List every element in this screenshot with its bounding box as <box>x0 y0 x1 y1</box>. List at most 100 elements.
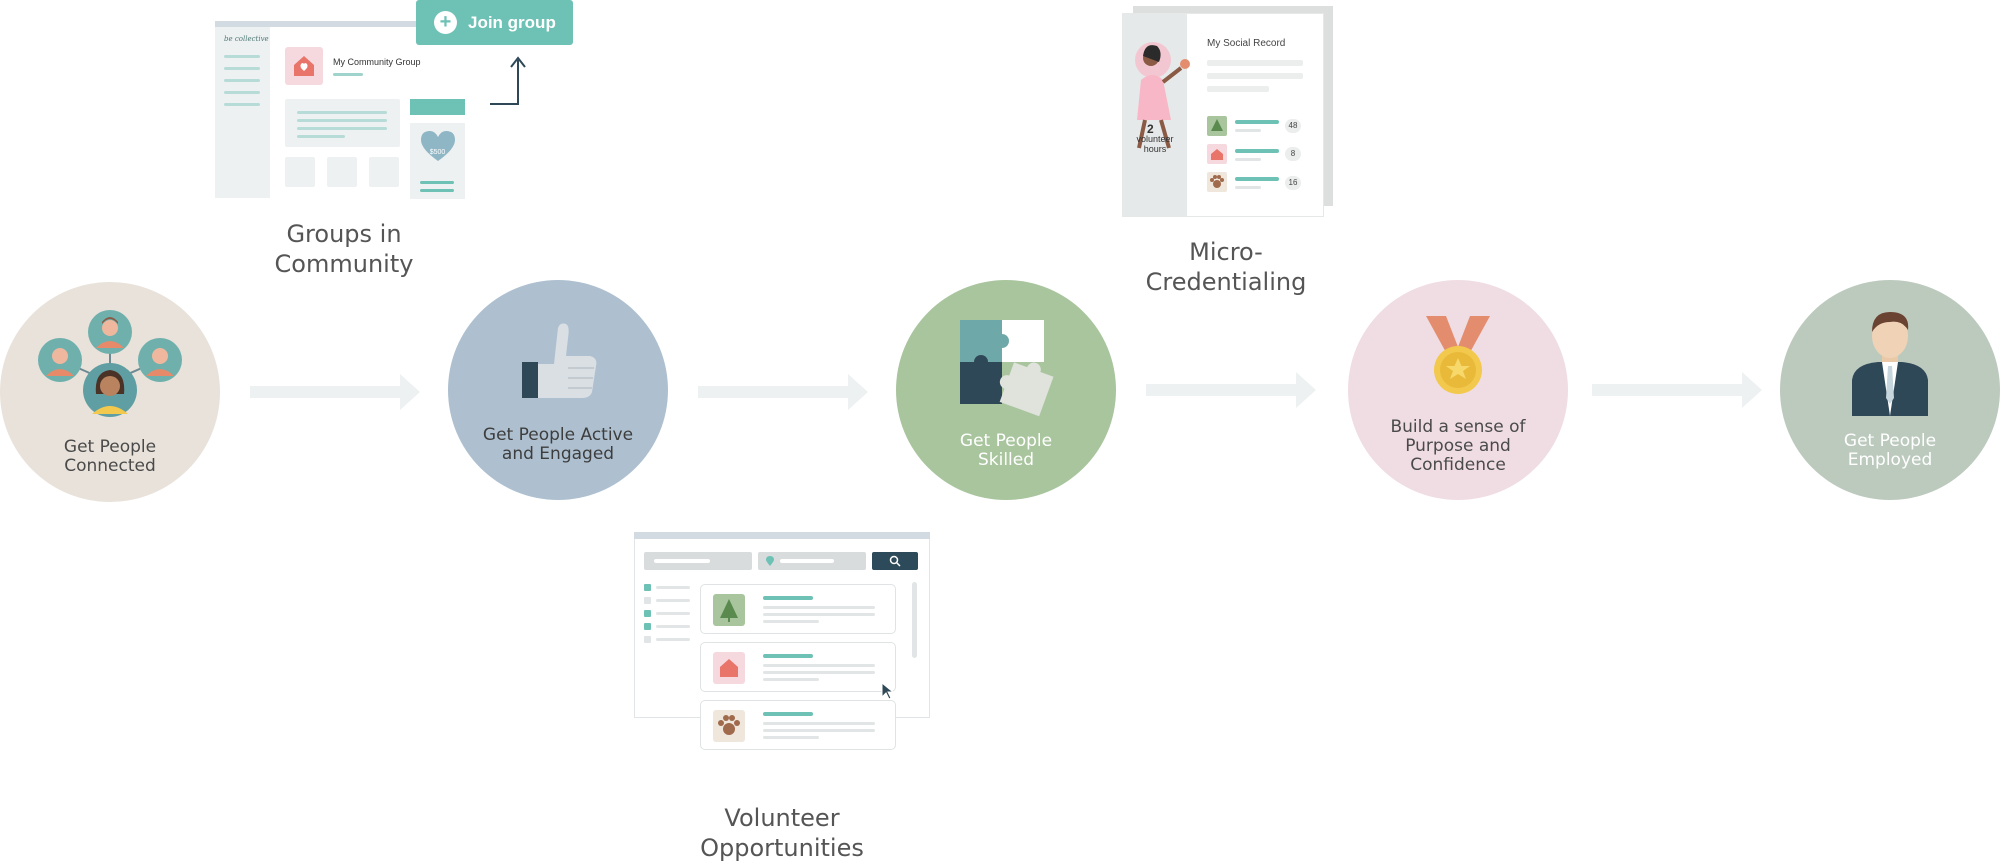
brand-logo: be collective <box>224 35 269 43</box>
stage-label-line: Skilled <box>977 450 1035 470</box>
group-action-bar <box>410 99 465 115</box>
stage-label-line: Get People <box>1843 431 1937 451</box>
card-title-line <box>763 596 813 600</box>
house-icon <box>713 652 745 684</box>
filter-checkbox[interactable] <box>644 584 651 591</box>
stage-get-people-active: Get People Active and Engaged <box>448 280 668 500</box>
volunteer-figure-icon <box>1135 42 1190 149</box>
stage-label-skilled: Get People Skilled <box>896 432 1116 470</box>
stage-label-line: Employed <box>1847 450 1933 470</box>
groups-mockup: be collective My Community Group <box>215 18 467 199</box>
flow-arrow-3 <box>1146 372 1316 408</box>
caption-line: Groups in <box>286 220 402 248</box>
card-line <box>420 189 454 192</box>
group-post-card <box>285 99 400 147</box>
results-scrollbar[interactable] <box>912 582 917 658</box>
record-bar <box>1235 120 1279 124</box>
caption-groups: Groups in Community <box>244 219 444 279</box>
opportunity-card[interactable] <box>700 642 896 692</box>
filter-checkbox[interactable] <box>644 623 651 630</box>
stage-label-line: Build a sense of <box>1390 417 1526 437</box>
opportunity-card[interactable] <box>700 700 896 750</box>
mouse-cursor-icon <box>881 682 895 700</box>
medal-icon <box>1426 316 1490 394</box>
search-button[interactable] <box>872 552 918 570</box>
tree-icon <box>1207 116 1227 136</box>
record-bar <box>1235 177 1279 181</box>
sidebar-line <box>224 55 260 58</box>
tree-icon <box>713 594 745 626</box>
puzzle-icon <box>960 320 1054 417</box>
card-title-line <box>763 654 813 658</box>
window-topbar <box>634 532 930 539</box>
flow-arrow-1 <box>250 374 420 410</box>
record-subbar <box>1235 129 1261 132</box>
card-text-line <box>763 671 875 674</box>
caption-line: Opportunities <box>700 834 864 862</box>
card-text-line <box>763 664 875 667</box>
record-subbar <box>1235 186 1261 189</box>
record-count: 48 <box>1285 119 1301 133</box>
groups-window: be collective My Community Group <box>215 21 467 199</box>
record-subbar <box>1235 158 1261 161</box>
sidebar-line <box>224 67 260 70</box>
record-line <box>1207 73 1303 79</box>
card-text-line <box>763 606 875 609</box>
caption-volunteer-opportunities: Volunteer Opportunities <box>682 803 882 863</box>
groups-sidebar: be collective <box>215 27 270 198</box>
vol-hours-line: hours <box>1143 144 1167 154</box>
stage-label-line: Purpose and <box>1405 436 1511 456</box>
stage-label-line: Get People <box>63 437 157 457</box>
donation-card: $500 <box>410 123 465 199</box>
stage-label-purpose: Build a sense of Purpose and Confidence <box>1348 418 1568 475</box>
caption-line: Micro- <box>1189 238 1263 266</box>
paw-icon <box>713 710 745 742</box>
input-placeholder-line <box>654 559 710 563</box>
filter-label-line <box>656 599 690 602</box>
filter-label-line <box>656 586 690 589</box>
sidebar-line <box>224 103 260 106</box>
house-icon <box>294 56 314 76</box>
heart-icon <box>421 131 455 161</box>
volunteer-hours-label: volunteer hours <box>1123 134 1187 154</box>
paw-icon <box>1207 172 1227 192</box>
vol-hours-line: volunteer <box>1136 134 1174 144</box>
filter-label-line <box>656 638 690 641</box>
stage-label-line: Confidence <box>1410 455 1506 475</box>
stage-label-active: Get People Active and Engaged <box>448 426 668 464</box>
location-search-input[interactable] <box>758 552 866 570</box>
stage-label-connected: Get People Connected <box>0 438 220 476</box>
card-text-line <box>763 729 875 732</box>
join-group-button[interactable]: + Join group <box>416 0 573 45</box>
record-title: My Social Record <box>1207 38 1286 49</box>
record-bar <box>1235 149 1279 153</box>
sidebar-line <box>224 79 260 82</box>
filter-checkbox[interactable] <box>644 597 651 604</box>
card-text-line <box>763 613 875 616</box>
opportunity-card[interactable] <box>700 584 896 634</box>
stage-label-line: Connected <box>64 456 156 476</box>
group-avatar <box>285 47 323 85</box>
flow-arrow-2 <box>698 374 868 410</box>
filter-checkbox[interactable] <box>644 636 651 643</box>
filter-checkbox[interactable] <box>644 610 651 617</box>
search-icon <box>889 555 901 567</box>
stage-label-employed: Get People Employed <box>1780 432 2000 470</box>
location-pin-icon <box>766 556 774 566</box>
card-text-line <box>763 722 875 725</box>
record-count: 8 <box>1285 147 1301 161</box>
card-text-line <box>763 620 819 623</box>
gift-tile <box>369 157 399 187</box>
social-record-mockup: 2 volunteer hours My Social Record 48 8 … <box>1123 6 1333 216</box>
card-line <box>297 127 387 130</box>
volunteer-hours-value: 2 <box>1147 122 1154 136</box>
caption-line: Community <box>274 250 414 278</box>
stage-label-line: and Engaged <box>501 444 615 464</box>
group-name: My Community Group <box>333 57 421 67</box>
caption-line: Volunteer <box>724 804 840 832</box>
window-topbar <box>215 21 467 27</box>
flow-arrow-4 <box>1592 372 1762 408</box>
stage-label-line: Get People Active <box>482 425 634 445</box>
keyword-search-input[interactable] <box>644 552 752 570</box>
card-line <box>297 111 387 114</box>
